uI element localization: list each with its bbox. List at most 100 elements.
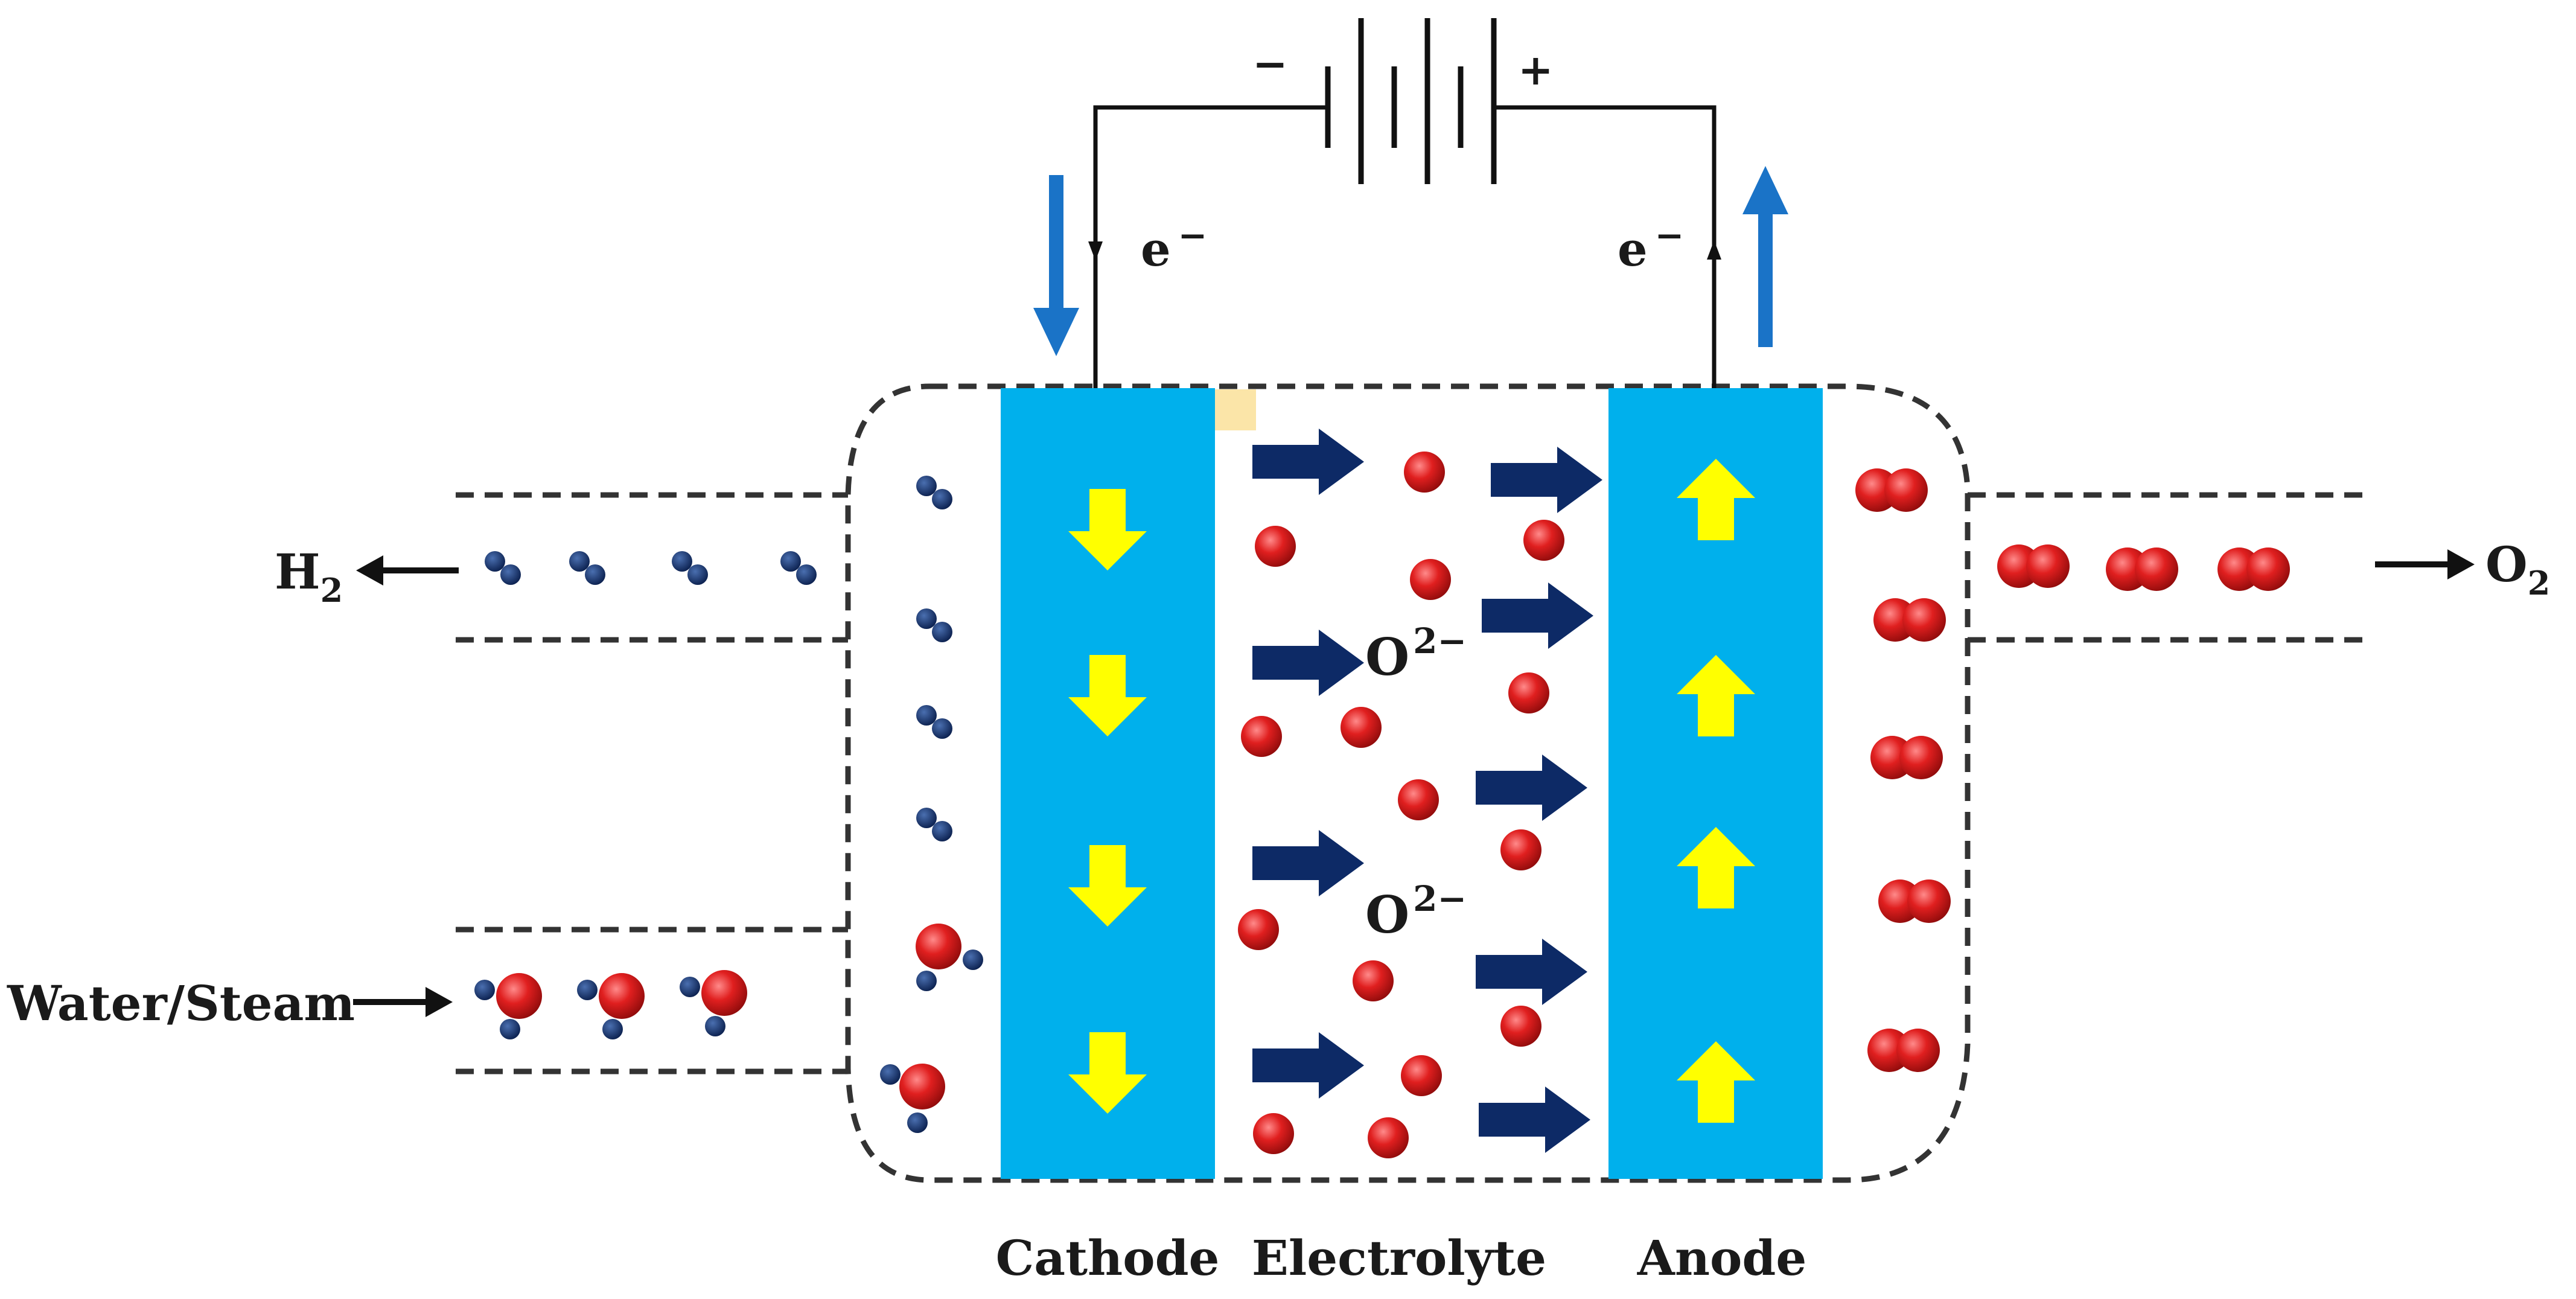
ion-flow-arrow-icon: [1476, 755, 1587, 821]
yellow-arrows: [1068, 459, 1755, 1123]
hydrogen-atom-icon: [932, 718, 952, 739]
ion-flow-arrow-icon: [1476, 939, 1587, 1005]
hydrogen-atom-icon: [705, 1016, 725, 1036]
oxygen-atom-icon: [1241, 716, 1282, 757]
oxygen-atom-icon: [1884, 468, 1928, 512]
oxygen-atom-icon: [1353, 960, 1394, 1001]
water-steam-label: Water/Steam: [7, 975, 355, 1032]
hydrogen-atom-icon: [500, 1019, 520, 1039]
cell-boundary: [845, 383, 1971, 1183]
o2-label: O2: [2485, 536, 2550, 602]
hydrogen-atom-icon: [916, 705, 937, 726]
oxygen-atom-icon: [1253, 1113, 1294, 1154]
oxygen-atom-icon: [899, 1064, 945, 1109]
electron-flow-down-arrow-icon: [1033, 175, 1079, 356]
oxygen-atom-icon: [701, 970, 747, 1016]
oxygen-atom-icon: [1238, 909, 1279, 950]
ion-flow-arrow-icon: [1491, 447, 1602, 513]
ion-flow-arrow-icon: [1252, 630, 1364, 696]
hydrogen-atom-icon: [500, 564, 521, 585]
ion-flow-arrow-icon: [1252, 429, 1364, 495]
oxygen-atom-icon: [2246, 547, 2290, 591]
hydrogen-atom-icon: [880, 1064, 901, 1085]
navy-arrows: [1252, 429, 1602, 1153]
oxygen-atom-icon: [916, 924, 961, 969]
yellow-arrow-up-icon: [1677, 827, 1755, 908]
hydrogen-atom-icon: [963, 950, 983, 970]
electron-label-left: e−: [1141, 215, 1207, 277]
yellow-arrow-up-icon: [1677, 655, 1755, 736]
o2-outlet-channel: [1968, 492, 2366, 643]
yellow-arrow-down-icon: [1068, 1032, 1147, 1114]
molecules: [474, 452, 2290, 1158]
oxygen-atom-icon: [1902, 598, 1946, 642]
hydrogen-atom-icon: [916, 476, 937, 496]
water-inlet-arrow-icon: [353, 987, 453, 1017]
hydrogen-atom-icon: [672, 551, 692, 572]
hydrogen-atom-icon: [577, 980, 598, 1000]
hydrogen-atom-icon: [907, 1112, 928, 1133]
h2-label: H2: [275, 543, 343, 610]
oxygen-atom-icon: [1500, 829, 1541, 870]
hydrogen-atom-icon: [602, 1019, 623, 1039]
oxygen-atom-icon: [1899, 736, 1943, 779]
battery-icon: [1325, 18, 1497, 184]
oxygen-atom-icon: [1500, 1006, 1541, 1047]
h2-outlet-channel: [456, 492, 848, 643]
oxygen-atom-icon: [1523, 520, 1564, 561]
hydrogen-atom-icon: [485, 551, 505, 572]
oxygen-atom-icon: [1398, 779, 1439, 820]
oxygen-atom-icon: [599, 973, 645, 1019]
electrolyte-marker: [1215, 389, 1256, 430]
oxygen-atom-icon: [1341, 707, 1382, 748]
yellow-arrow-down-icon: [1068, 655, 1147, 736]
oxygen-atom-icon: [1907, 879, 1951, 923]
ion-flow-arrow-icon: [1252, 1032, 1364, 1099]
hydrogen-atom-icon: [916, 971, 937, 991]
oxygen-atom-icon: [496, 973, 542, 1019]
oxygen-atom-icon: [1508, 672, 1549, 713]
electron-flow-up-arrow-icon: [1742, 166, 1788, 347]
hydrogen-atom-icon: [932, 821, 952, 841]
yellow-arrow-down-icon: [1068, 845, 1147, 927]
hydrogen-atom-icon: [932, 622, 952, 642]
anode-label: Anode: [1637, 1230, 1806, 1286]
hydrogen-atom-icon: [474, 980, 495, 1000]
cathode-label: Cathode: [996, 1230, 1220, 1286]
oxygen-atom-icon: [1255, 526, 1296, 567]
o2-outlet-arrow-icon: [2375, 549, 2475, 579]
ion-flow-arrow-icon: [1479, 1087, 1590, 1153]
yellow-arrow-down-icon: [1068, 489, 1147, 570]
oxygen-atom-icon: [1368, 1117, 1409, 1158]
external-circuit: [1093, 105, 1717, 388]
ion-flow-arrow-icon: [1482, 582, 1593, 649]
wire-arrow-up-icon: [1707, 240, 1721, 260]
hydrogen-atom-icon: [687, 564, 708, 585]
oxygen-atom-icon: [1404, 452, 1445, 493]
wire-arrow-down-icon: [1088, 241, 1103, 261]
hydrogen-atom-icon: [585, 564, 605, 585]
hydrogen-atom-icon: [569, 551, 590, 572]
battery-minus-label: −: [1252, 39, 1288, 89]
electron-label-right: e−: [1618, 215, 1684, 277]
ion-flow-arrow-icon: [1252, 830, 1364, 896]
oxygen-atom-icon: [1401, 1055, 1442, 1096]
hydrogen-atom-icon: [680, 977, 700, 997]
hydrogen-atom-icon: [780, 551, 801, 572]
electrolyte-label: Electrolyte: [1252, 1230, 1546, 1286]
yellow-arrow-up-icon: [1677, 459, 1755, 540]
oxygen-atom-icon: [2135, 547, 2178, 591]
oxygen-atom-icon: [1410, 559, 1451, 600]
h2-outlet-arrow-icon: [356, 555, 459, 586]
oxygen-atom-icon: [1896, 1029, 1940, 1072]
battery-plus-label: +: [1518, 45, 1554, 95]
hydrogen-atom-icon: [796, 564, 817, 585]
hydrogen-atom-icon: [916, 608, 937, 629]
yellow-arrow-up-icon: [1677, 1041, 1755, 1123]
hydrogen-atom-icon: [932, 489, 952, 509]
hydrogen-atom-icon: [916, 808, 937, 828]
oxygen-atom-icon: [2026, 544, 2070, 588]
